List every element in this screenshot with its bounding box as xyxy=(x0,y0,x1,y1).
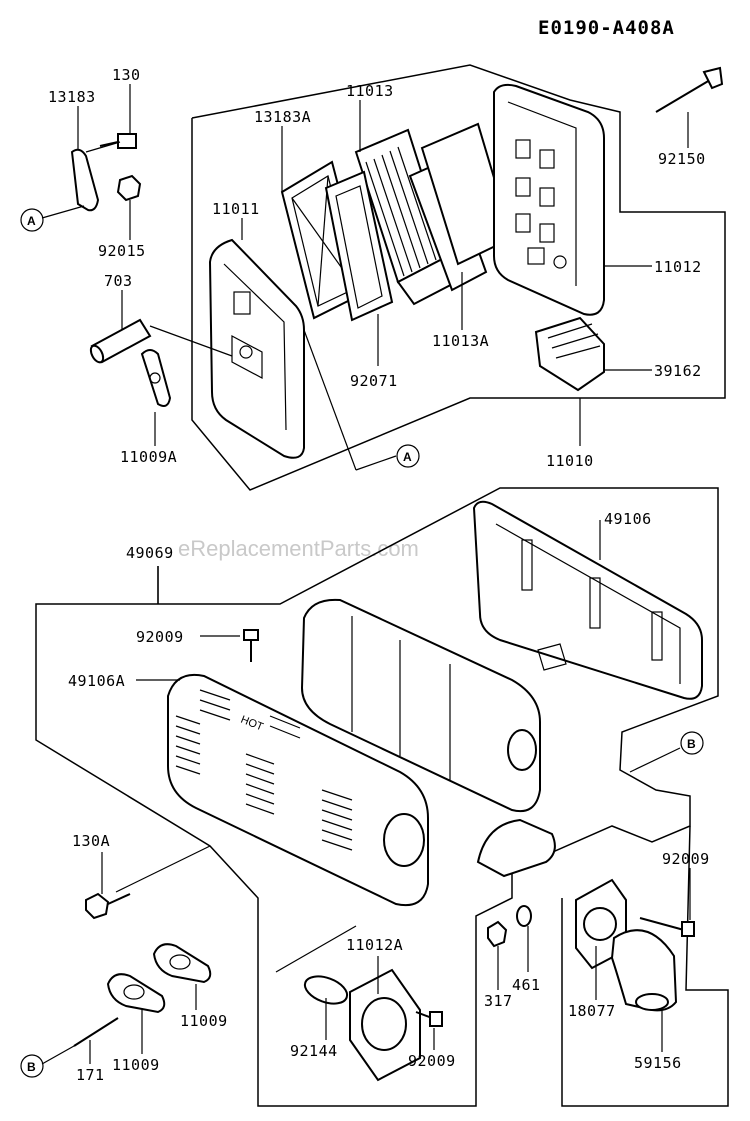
svg-text:B: B xyxy=(687,737,696,751)
label-92015: 92015 xyxy=(98,242,146,260)
label-11009-left: 11009 xyxy=(112,1056,160,1074)
bolt-92150-drawing xyxy=(655,66,724,113)
gasket-11009a-drawing xyxy=(140,349,172,407)
tailpipe-59156-drawing xyxy=(610,929,678,1012)
label-18077: 18077 xyxy=(568,1002,616,1020)
leader-lines-lower xyxy=(41,520,691,1065)
label-92144: 92144 xyxy=(290,1042,338,1060)
muffler-assembly-outline xyxy=(35,487,729,1107)
washer-461-drawing xyxy=(516,905,532,927)
bolt-92009-right-drawing xyxy=(639,917,695,937)
diagram-code: E0190-A408A xyxy=(538,17,675,39)
flange-11012a-drawing xyxy=(349,968,421,1082)
breather-39162-drawing xyxy=(534,316,605,392)
part-labels: 13183 130 92015 703 11009A 13183A 11013 … xyxy=(48,66,710,1084)
element-11013-drawing xyxy=(354,128,488,306)
label-11010: 11010 xyxy=(546,452,594,470)
label-317: 317 xyxy=(484,992,513,1010)
label-92071: 92071 xyxy=(350,372,398,390)
air-cleaner-assembly-outline xyxy=(191,64,726,491)
nut-92015-drawing xyxy=(116,174,142,202)
ref-a-center: A xyxy=(396,444,420,468)
svg-text:A: A xyxy=(27,214,36,228)
cover-11011-drawing xyxy=(208,238,305,459)
label-11009a: 11009A xyxy=(120,448,177,466)
plate-13183-drawing xyxy=(70,148,100,212)
label-39162: 39162 xyxy=(654,362,702,380)
pipe-703-drawing xyxy=(89,318,152,364)
stud-171-drawing xyxy=(73,1017,119,1047)
label-11013a: 11013A xyxy=(432,332,489,350)
ref-b-right: B xyxy=(680,731,704,755)
label-49106a: 49106A xyxy=(68,672,125,690)
watermark: eReplacementParts.com xyxy=(178,536,419,561)
bolt-130-drawing xyxy=(99,133,137,149)
shield-49106-drawing xyxy=(472,500,703,700)
label-130a: 130A xyxy=(72,832,110,850)
label-11011: 11011 xyxy=(212,200,260,218)
label-130: 130 xyxy=(112,66,141,84)
gasket-11009-left-drawing xyxy=(106,973,166,1014)
shield-49106a-drawing: HOT xyxy=(167,674,429,906)
label-92009-right: 92009 xyxy=(662,850,710,868)
label-92009-top: 92009 xyxy=(136,628,184,646)
bolt-92009-lower-drawing xyxy=(415,1011,443,1027)
svg-text:B: B xyxy=(27,1060,36,1074)
ref-b-left: B xyxy=(20,1054,44,1078)
label-92150: 92150 xyxy=(658,150,706,168)
svg-text:A: A xyxy=(403,450,412,464)
label-49106: 49106 xyxy=(604,510,652,528)
nut-317-drawing xyxy=(487,920,508,948)
muffler-body-drawing xyxy=(300,598,556,878)
label-49069: 49069 xyxy=(126,544,174,562)
clamp-92144-drawing xyxy=(303,975,349,1005)
label-11012a: 11012A xyxy=(346,936,403,954)
label-59156: 59156 xyxy=(634,1054,682,1072)
label-92009-lower: 92009 xyxy=(408,1052,456,1070)
label-11009-right: 11009 xyxy=(180,1012,228,1030)
label-703: 703 xyxy=(104,272,133,290)
label-171: 171 xyxy=(76,1066,105,1084)
gasket-92071-drawing xyxy=(324,170,394,322)
base-11012-drawing xyxy=(493,83,605,316)
ref-a-left: A xyxy=(20,208,44,232)
label-11013: 11013 xyxy=(346,82,394,100)
gasket-11009-right-drawing xyxy=(152,943,212,984)
bolt-130a-drawing xyxy=(85,892,131,920)
label-13183: 13183 xyxy=(48,88,96,106)
bolt-92009-top-drawing xyxy=(243,629,259,662)
label-11012: 11012 xyxy=(654,258,702,276)
leader-lines-upper xyxy=(41,84,689,471)
label-13183a: 13183A xyxy=(254,108,311,126)
label-461: 461 xyxy=(512,976,541,994)
